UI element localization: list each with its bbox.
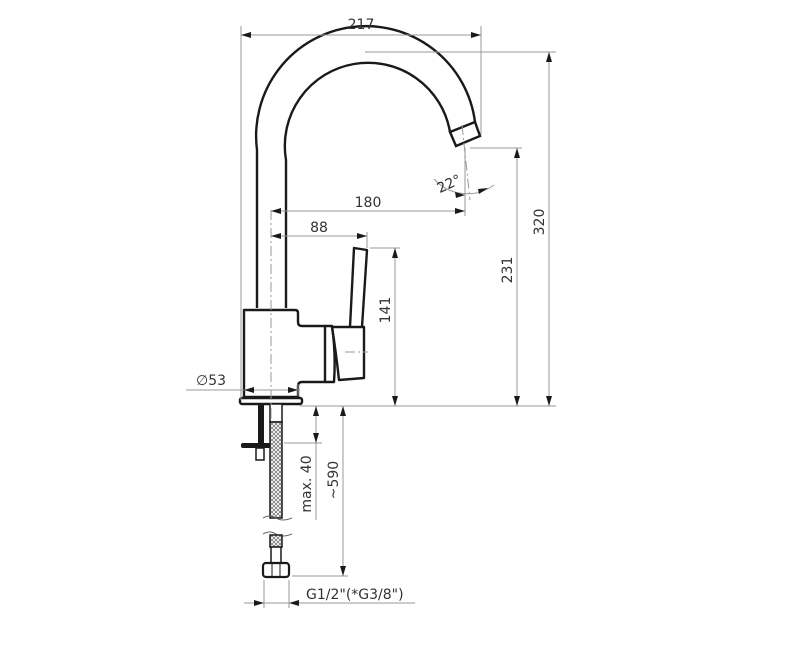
- outlet-height-label: 231: [500, 257, 516, 284]
- center-lines: [270, 124, 471, 420]
- base-diameter-label: ∅53: [196, 373, 226, 389]
- dimension-hose-length: ~590: [292, 406, 348, 577]
- mounting-hardware: [241, 403, 293, 579]
- total-reach-label: 217: [348, 17, 375, 33]
- spout-reach-label: 180: [355, 195, 382, 211]
- total-height-label: 320: [532, 209, 548, 236]
- dimension-total-height: 320: [365, 51, 556, 406]
- dimension-connection-thread: G1/2"(*G3/8"): [244, 580, 415, 608]
- dimension-outlet-height: 231: [470, 147, 522, 406]
- dimension-handle-offset: 88: [271, 220, 368, 248]
- spout: [254, 24, 482, 308]
- body-height-label: 141: [378, 297, 394, 324]
- dimension-base-diameter: ∅53: [186, 373, 300, 396]
- dimension-max-countertop: max. 40: [284, 406, 322, 520]
- dimension-spout-angle: 22°: [433, 172, 495, 198]
- max-countertop-label: max. 40: [299, 455, 315, 512]
- dimension-total-reach: 217: [240, 17, 482, 400]
- hose-length-label: ~590: [326, 461, 342, 499]
- connection-thread-label: G1/2"(*G3/8"): [306, 587, 404, 603]
- faucet-body: [238, 246, 369, 406]
- dimension-body-height: 141: [370, 247, 400, 406]
- handle-offset-label: 88: [310, 220, 328, 236]
- dimension-spout-reach: 180: [271, 148, 466, 216]
